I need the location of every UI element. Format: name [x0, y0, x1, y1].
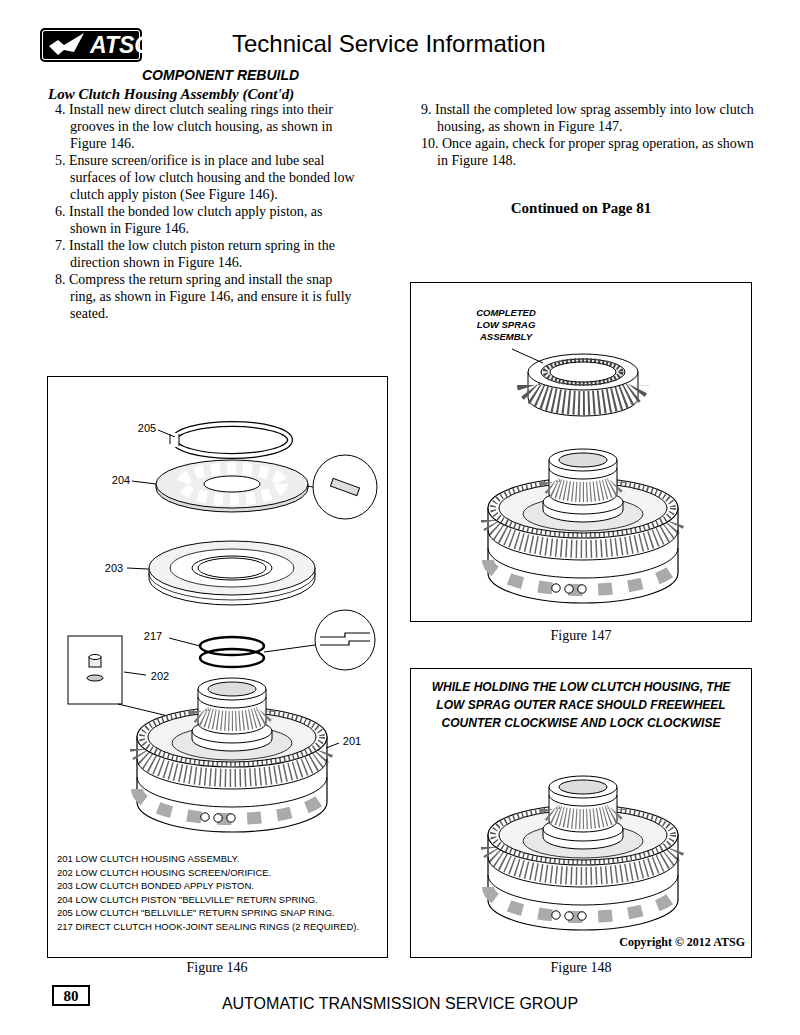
callout-number: 205	[131, 421, 163, 435]
logo-mark	[49, 33, 84, 55]
figure-caption: Figure 146	[157, 960, 277, 976]
text-column: 9. Install the completed low sprag assem…	[421, 101, 763, 169]
continued-note: Continued on Page 81	[460, 199, 702, 217]
callout-number: 204	[105, 473, 137, 487]
apply-piston	[149, 541, 315, 605]
copyright: Copyright © 2012 ATSG	[591, 935, 745, 949]
parts-list-item: 205 LOW CLUTCH "BELLVILLE" RETURN SPRING…	[57, 907, 335, 919]
figure-frame: 201 LOW CLUTCH HOUSING ASSEMBLY. 202 LOW …	[47, 376, 388, 958]
callout-number: 202	[144, 669, 176, 683]
figure-frame: WHILE HOLDING THE LOW CLUTCH HOUSING, TH…	[410, 668, 752, 958]
figure-label: COMPLETED LOW SPRAG ASSEMBLY	[466, 307, 546, 343]
leader-line	[512, 349, 543, 363]
callout-number: 201	[336, 734, 368, 748]
subsection-heading: Low Clutch Housing Assembly (Cont'd)	[48, 86, 294, 103]
parts-list-item: 203 LOW CLUTCH BONDED APPLY PISTON.	[57, 880, 254, 892]
parts-list-item: 202 LOW CLUTCH HOUSING SCREEN/ORIFICE.	[57, 867, 271, 879]
page-number: 80	[54, 988, 88, 1005]
step-text: 9. Install the completed low sprag assem…	[421, 101, 763, 135]
page-title: Technical Service Information	[232, 30, 545, 58]
bellville-spring	[156, 460, 308, 512]
callout-number: 203	[98, 561, 130, 575]
snap-ring	[170, 424, 290, 456]
low-clutch-housing	[488, 449, 678, 603]
parts-list-item: 204 LOW CLUTCH PISTON "BELLVILLE" RETURN…	[57, 894, 318, 906]
note-text: WHILE HOLDING THE LOW CLUTCH HOUSING, TH…	[421, 678, 741, 732]
low-clutch-housing	[137, 678, 327, 832]
callout-number: 217	[137, 629, 169, 643]
section-heading: COMPONENT REBUILD	[142, 67, 299, 84]
figure-caption: Figure 148	[521, 960, 641, 976]
figure-frame: COMPLETED LOW SPRAG ASSEMBLY	[410, 282, 752, 622]
step-text: 10. Once again, check for proper sprag o…	[421, 135, 763, 169]
parts-list-item: 201 LOW CLUTCH HOUSING ASSEMBLY.	[57, 853, 239, 865]
figure-caption: Figure 147	[521, 628, 641, 644]
footer-text: AUTOMATIC TRANSMISSION SERVICE GROUP	[100, 994, 700, 1014]
step-text: 8. Compress the return spring and instal…	[55, 271, 361, 322]
sealing-rings	[200, 637, 264, 667]
logo-box: ATSG	[40, 28, 142, 62]
low-clutch-housing	[488, 776, 678, 930]
detail-magnifier	[264, 455, 377, 670]
leader-lines	[124, 430, 339, 748]
logo-text: ATSG	[90, 31, 152, 59]
low-sprag-assembly	[528, 354, 638, 416]
step-text: 5. Ensure screen/orifice is in place and…	[55, 152, 361, 203]
logo-icon	[44, 28, 90, 62]
text-column: 4. Install new direct clutch sealing rin…	[55, 101, 361, 322]
page-number-box: 80	[52, 985, 90, 1006]
parts-list-item: 217 DIRECT CLUTCH HOOK-JOINT SEALING RIN…	[57, 921, 359, 933]
step-text: 4. Install new direct clutch sealing rin…	[55, 101, 361, 152]
step-text: 7. Install the low clutch piston return …	[55, 237, 361, 271]
step-text: 6. Install the bonded low clutch apply p…	[55, 203, 361, 237]
